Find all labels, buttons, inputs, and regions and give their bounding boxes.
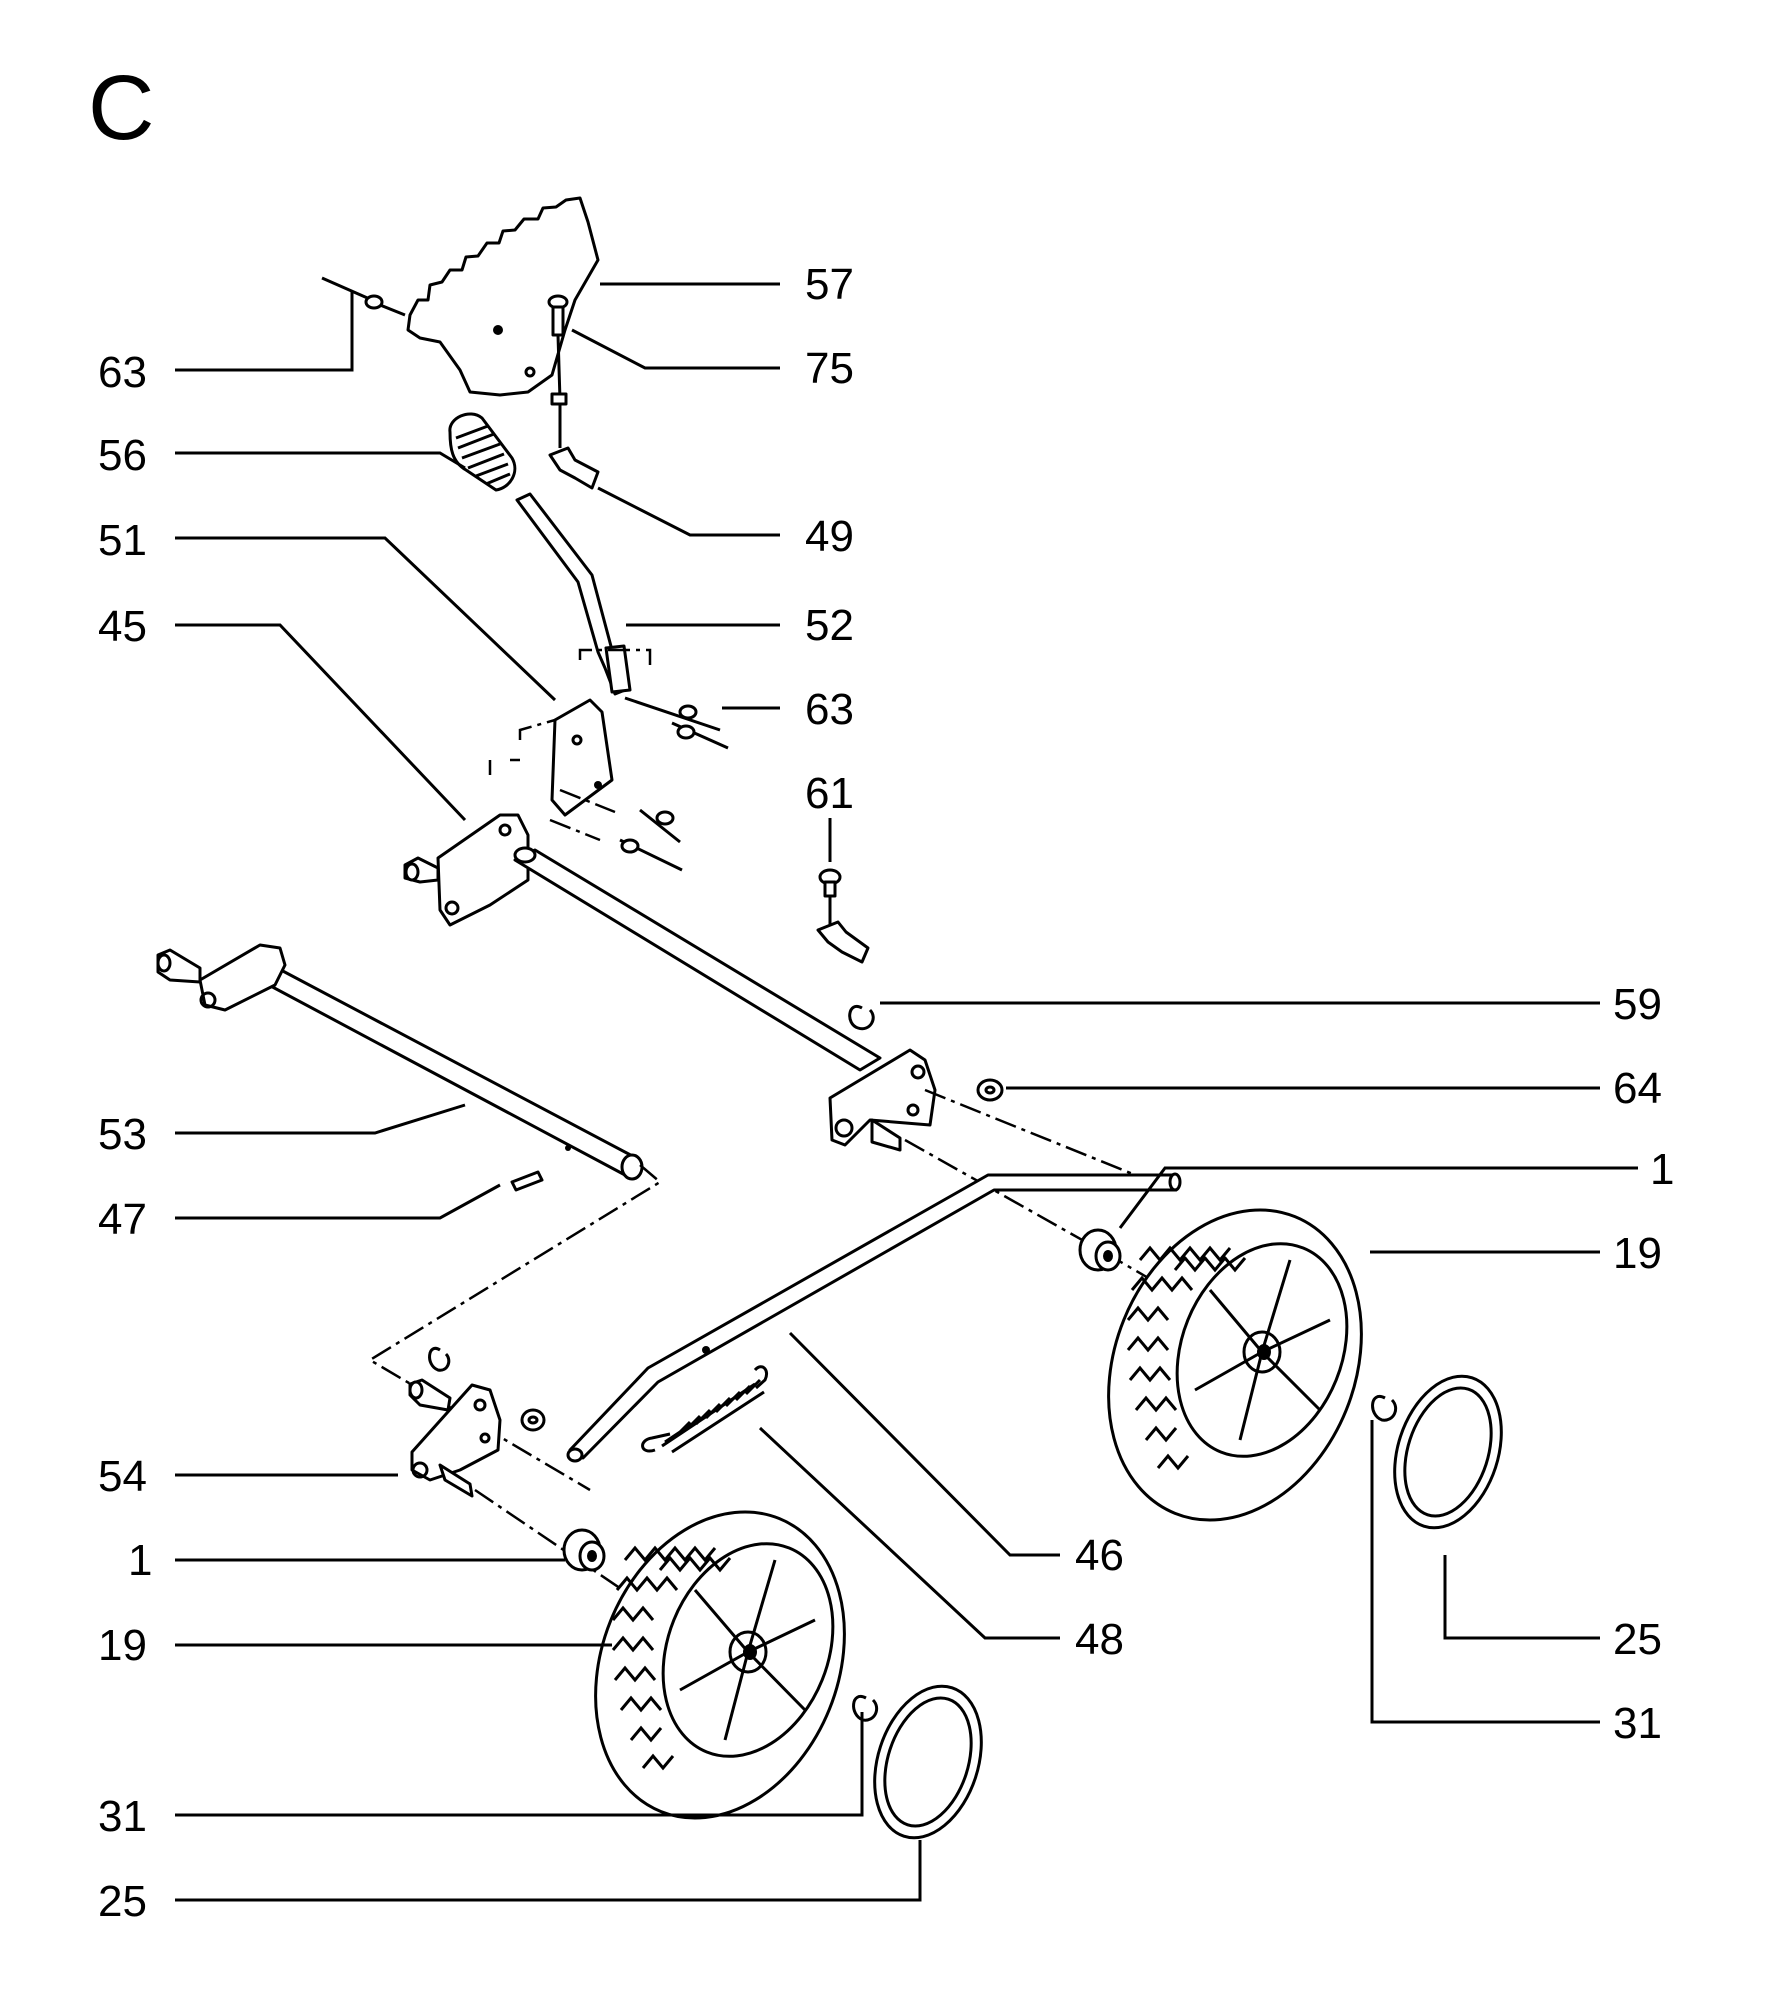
clip-part-31-left	[852, 1694, 879, 1722]
leader-45	[175, 623, 467, 822]
cable-end-part-63	[321, 276, 406, 317]
section-letter: C	[88, 57, 155, 159]
callout-54: 54	[98, 1452, 147, 1501]
callout-52: 52	[805, 601, 854, 650]
callout-51: 51	[98, 516, 147, 565]
leader-51	[175, 536, 557, 702]
leader-25b	[175, 1840, 922, 1902]
callout-53: 53	[98, 1110, 147, 1159]
callout-25-right: 25	[1613, 1615, 1662, 1664]
clip-part-59	[848, 1004, 875, 1031]
screw-part-75	[547, 294, 569, 401]
callout-1-left: 1	[128, 1536, 152, 1585]
callout-46: 46	[1075, 1531, 1124, 1580]
bushing-part-1-right	[1078, 1228, 1122, 1272]
leader-47	[175, 1183, 501, 1220]
leader-53	[175, 1103, 466, 1135]
callout-64: 64	[1613, 1064, 1662, 1113]
plate-part-51	[518, 648, 652, 817]
leader-31b	[175, 1712, 864, 1817]
leader-46	[788, 1331, 1060, 1557]
callout-45: 45	[98, 602, 147, 651]
callout-47: 47	[98, 1195, 147, 1244]
wheel-part-19-right	[1107, 1208, 1363, 1522]
callout-61: 61	[805, 769, 854, 818]
spring-part-48	[641, 1365, 769, 1454]
adjuster-plate-part-57	[406, 196, 600, 397]
callout-59: 59	[1613, 980, 1662, 1029]
callout-19-left: 19	[98, 1621, 147, 1670]
washer-part-64	[976, 1078, 1004, 1102]
leader-49	[597, 486, 780, 537]
leader-75	[571, 328, 780, 370]
plate-part-45	[403, 758, 530, 927]
bracket-part-61	[816, 868, 870, 964]
hub-cap-part-25-right	[1393, 1374, 1503, 1530]
lever-part-52	[515, 492, 632, 696]
callout-1-right: 1	[1650, 1145, 1674, 1194]
callout-31-right: 31	[1613, 1699, 1662, 1748]
hub-cap-part-25-left	[873, 1684, 983, 1840]
bushing-part-1-left	[562, 1528, 606, 1572]
leader-63a	[175, 292, 354, 372]
wheel-part-19-left	[594, 1510, 846, 1820]
side-plate-right	[828, 1048, 937, 1152]
callout-25-left: 25	[98, 1877, 147, 1926]
leader-31a	[1370, 1420, 1600, 1724]
callout-56: 56	[98, 431, 147, 480]
bracket-part-49	[548, 392, 600, 490]
leader-1a	[1118, 1166, 1638, 1229]
assembly-line	[367, 1164, 663, 1492]
callout-63: 63	[98, 348, 147, 397]
grip-part-56	[448, 412, 517, 492]
leader-25a	[1443, 1555, 1600, 1640]
callout-75: 75	[805, 344, 854, 393]
rear-axle-tube	[513, 846, 882, 1072]
assembly-line	[924, 1088, 1161, 1187]
callout-labels: 57 75 63 56 49 51 52 45 63 61 59 64 53 1…	[98, 260, 1674, 1926]
front-axle-tube-part-53	[156, 943, 644, 1181]
leader-56	[175, 451, 466, 470]
leader-lines	[175, 282, 1638, 1902]
clip-part-31-right	[1371, 1394, 1398, 1422]
link-rod-part-46	[566, 1172, 1182, 1463]
callout-49: 49	[805, 512, 854, 561]
side-plate-part-54	[408, 1346, 546, 1498]
callout-48: 48	[1075, 1615, 1124, 1664]
pin-part-47	[510, 1145, 571, 1192]
callout-31-left: 31	[98, 1792, 147, 1841]
cable-ends-part-63	[549, 696, 729, 872]
callout-19-right: 19	[1613, 1229, 1662, 1278]
callout-63-middle: 63	[805, 685, 854, 734]
leader-48	[758, 1426, 1060, 1640]
callout-57: 57	[805, 260, 854, 309]
